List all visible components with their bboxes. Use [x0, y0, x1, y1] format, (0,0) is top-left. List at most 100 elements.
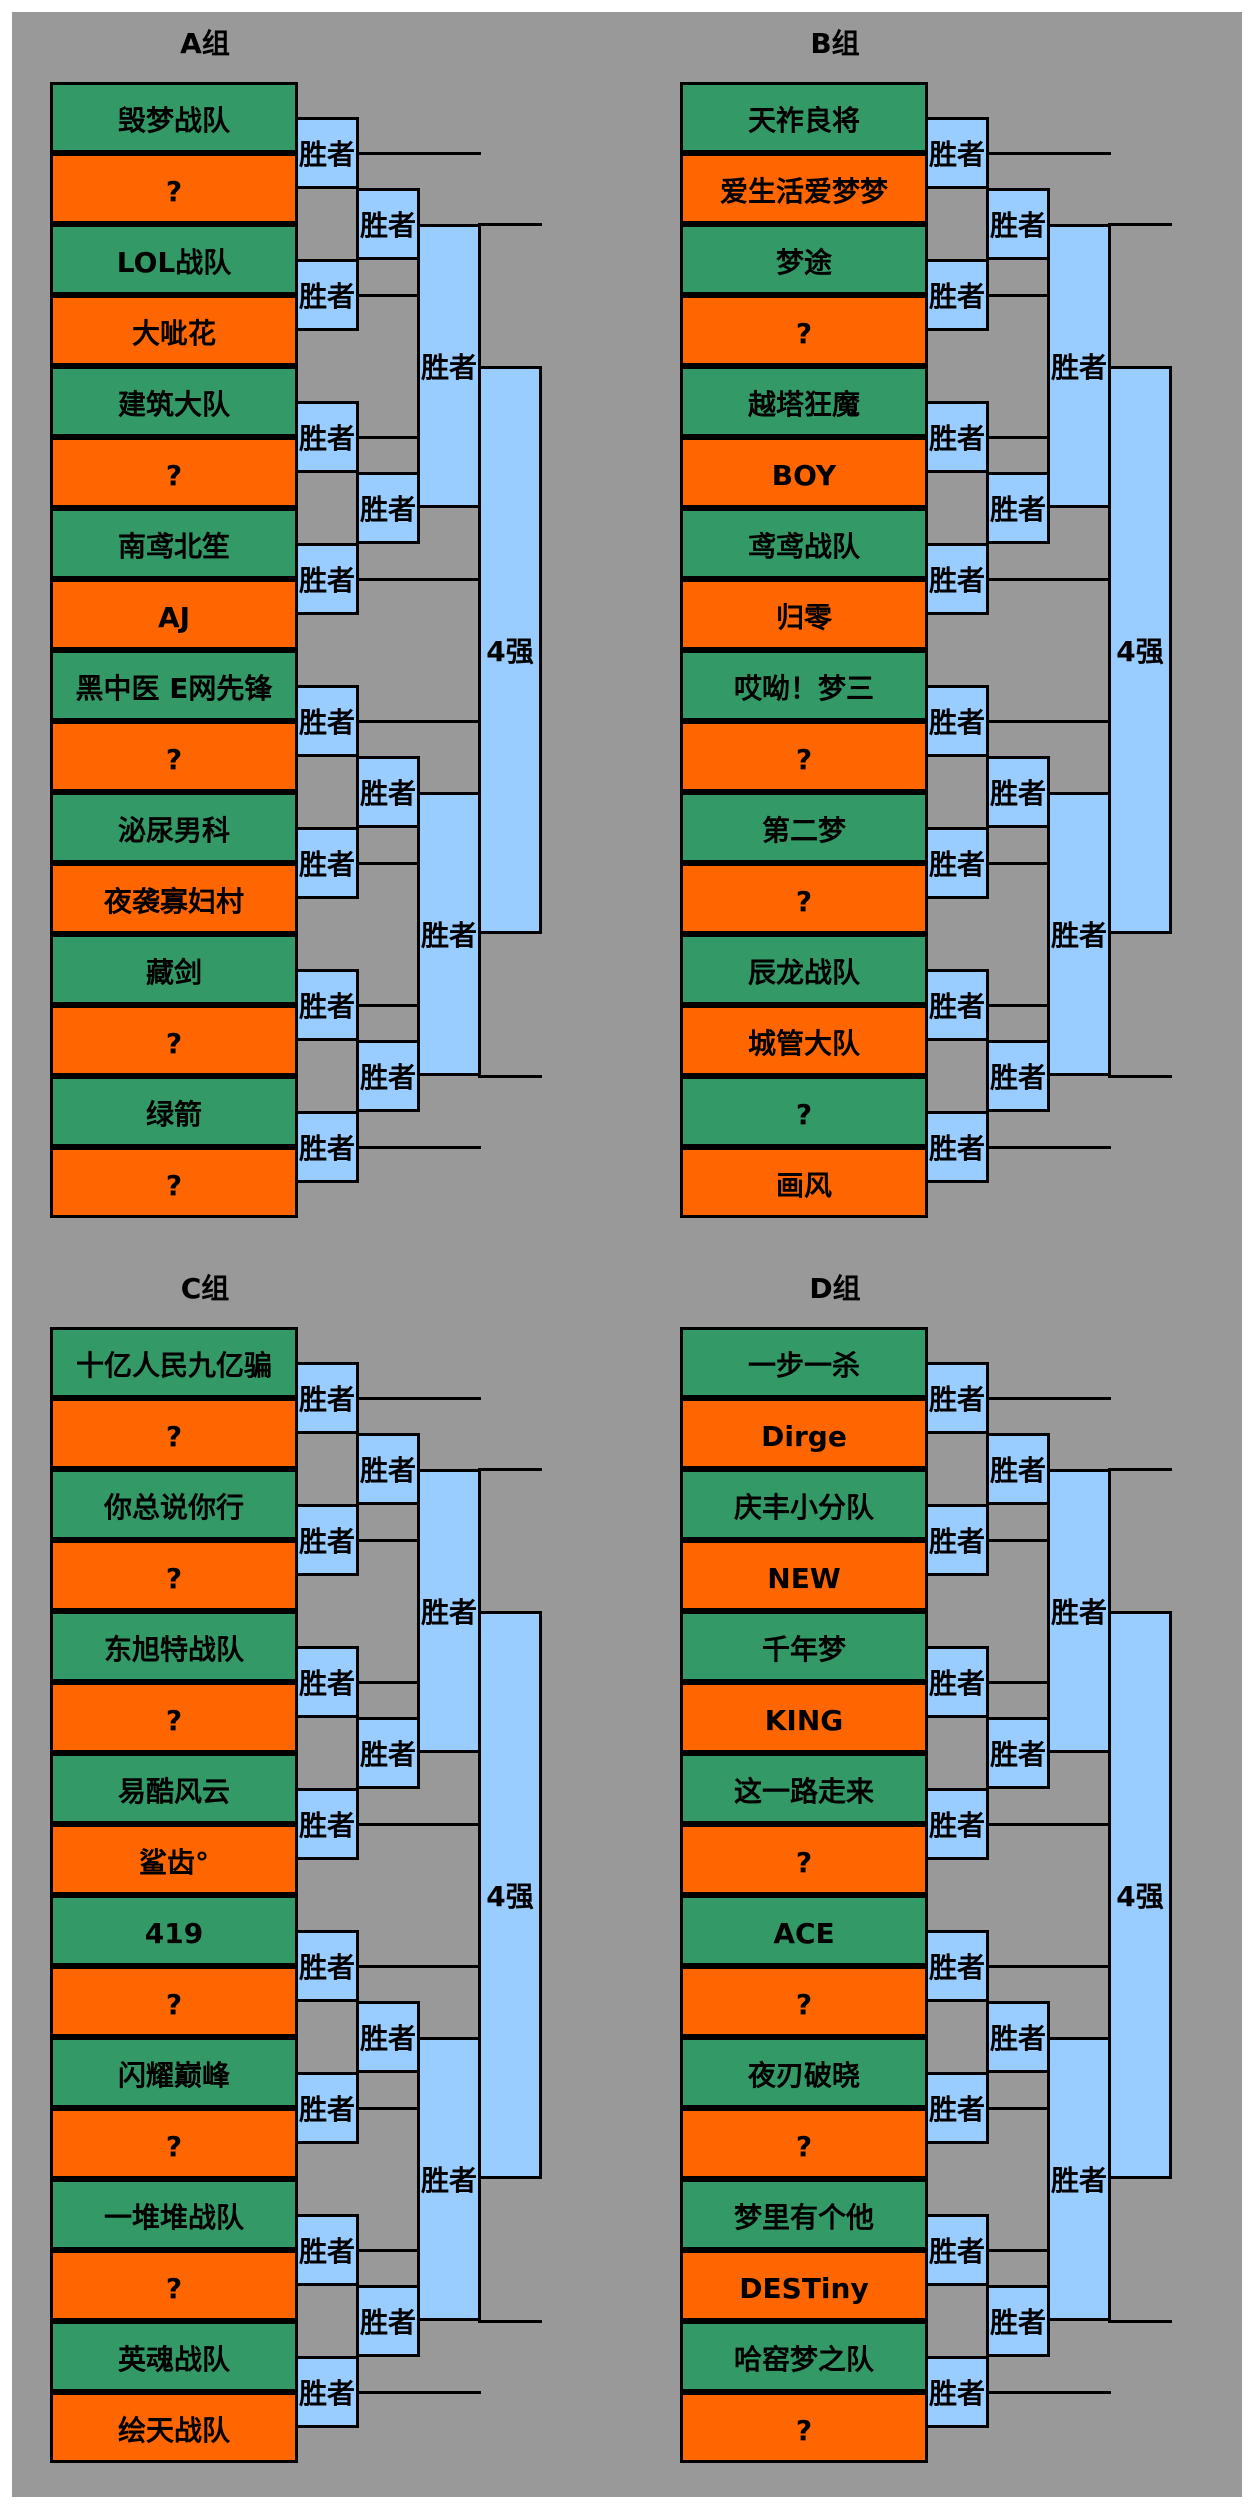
- team-slot[interactable]: ?: [50, 721, 298, 792]
- team-slot[interactable]: ?: [50, 1540, 298, 1611]
- round1-winner-box[interactable]: 胜者: [295, 1504, 359, 1576]
- round1-winner-box[interactable]: 胜者: [295, 2072, 359, 2144]
- round2-winner-box[interactable]: 胜者: [986, 2285, 1050, 2357]
- team-slot[interactable]: ?: [50, 1682, 298, 1753]
- round1-winner-box[interactable]: 胜者: [925, 1111, 989, 1183]
- team-slot[interactable]: ?: [680, 295, 928, 366]
- round2-winner-box[interactable]: 胜者: [356, 1040, 420, 1112]
- team-slot[interactable]: 这一路走来: [680, 1753, 928, 1824]
- round1-winner-box[interactable]: 胜者: [925, 259, 989, 331]
- round3-winner-box[interactable]: 胜者: [1047, 792, 1111, 1076]
- round1-winner-box[interactable]: 胜者: [295, 259, 359, 331]
- team-slot[interactable]: 泌尿男科: [50, 792, 298, 863]
- team-slot[interactable]: 天祚良将: [680, 82, 928, 153]
- round1-winner-box[interactable]: 胜者: [295, 543, 359, 615]
- team-slot[interactable]: 越塔狂魔: [680, 366, 928, 437]
- round1-winner-box[interactable]: 胜者: [925, 1646, 989, 1718]
- round3-winner-box[interactable]: 胜者: [1047, 1469, 1111, 1753]
- round1-winner-box[interactable]: 胜者: [925, 2356, 989, 2428]
- team-slot[interactable]: KING: [680, 1682, 928, 1753]
- team-slot[interactable]: 夜刃破晓: [680, 2037, 928, 2108]
- round2-winner-box[interactable]: 胜者: [356, 472, 420, 544]
- round1-winner-box[interactable]: 胜者: [295, 827, 359, 899]
- round2-winner-box[interactable]: 胜者: [356, 2285, 420, 2357]
- team-slot[interactable]: ?: [680, 721, 928, 792]
- round1-winner-box[interactable]: 胜者: [925, 827, 989, 899]
- team-slot[interactable]: AJ: [50, 579, 298, 650]
- round1-winner-box[interactable]: 胜者: [925, 1788, 989, 1860]
- team-slot[interactable]: 东旭特战队: [50, 1611, 298, 1682]
- round2-winner-box[interactable]: 胜者: [356, 756, 420, 828]
- team-slot[interactable]: ?: [50, 437, 298, 508]
- team-slot[interactable]: 一步一杀: [680, 1327, 928, 1398]
- top4-box[interactable]: 4强: [478, 1611, 542, 2179]
- round1-winner-box[interactable]: 胜者: [925, 2072, 989, 2144]
- team-slot[interactable]: 第二梦: [680, 792, 928, 863]
- round1-winner-box[interactable]: 胜者: [925, 401, 989, 473]
- round2-winner-box[interactable]: 胜者: [986, 472, 1050, 544]
- top4-box[interactable]: 4强: [478, 366, 542, 934]
- team-slot[interactable]: 城管大队: [680, 1005, 928, 1076]
- team-slot[interactable]: ?: [50, 1005, 298, 1076]
- team-slot[interactable]: 绿箭: [50, 1076, 298, 1147]
- round2-winner-box[interactable]: 胜者: [356, 1433, 420, 1505]
- team-slot[interactable]: 英魂战队: [50, 2321, 298, 2392]
- team-slot[interactable]: ?: [680, 1966, 928, 2037]
- round1-winner-box[interactable]: 胜者: [925, 1930, 989, 2002]
- round1-winner-box[interactable]: 胜者: [295, 1111, 359, 1183]
- team-slot[interactable]: ?: [680, 863, 928, 934]
- round1-winner-box[interactable]: 胜者: [925, 1362, 989, 1434]
- team-slot[interactable]: 你总说你行: [50, 1469, 298, 1540]
- round1-winner-box[interactable]: 胜者: [295, 2356, 359, 2428]
- top4-box[interactable]: 4强: [1108, 1611, 1172, 2179]
- round2-winner-box[interactable]: 胜者: [986, 1433, 1050, 1505]
- team-slot[interactable]: 辰龙战队: [680, 934, 928, 1005]
- team-slot[interactable]: BOY: [680, 437, 928, 508]
- team-slot[interactable]: ?: [50, 153, 298, 224]
- round2-winner-box[interactable]: 胜者: [356, 188, 420, 260]
- round1-winner-box[interactable]: 胜者: [295, 401, 359, 473]
- team-slot[interactable]: 黑中医 E网先锋: [50, 650, 298, 721]
- team-slot[interactable]: 易酷风云: [50, 1753, 298, 1824]
- round1-winner-box[interactable]: 胜者: [295, 1788, 359, 1860]
- round1-winner-box[interactable]: 胜者: [925, 2214, 989, 2286]
- round3-winner-box[interactable]: 胜者: [1047, 224, 1111, 508]
- round1-winner-box[interactable]: 胜者: [925, 117, 989, 189]
- team-slot[interactable]: 哈窑梦之队: [680, 2321, 928, 2392]
- round1-winner-box[interactable]: 胜者: [295, 2214, 359, 2286]
- round1-winner-box[interactable]: 胜者: [925, 543, 989, 615]
- team-slot[interactable]: 夜袭寡妇村: [50, 863, 298, 934]
- round2-winner-box[interactable]: 胜者: [986, 2001, 1050, 2073]
- round2-winner-box[interactable]: 胜者: [986, 1040, 1050, 1112]
- team-slot[interactable]: 南鸢北笙: [50, 508, 298, 579]
- team-slot[interactable]: 闪耀巅峰: [50, 2037, 298, 2108]
- round3-winner-box[interactable]: 胜者: [417, 1469, 481, 1753]
- round1-winner-box[interactable]: 胜者: [925, 1504, 989, 1576]
- team-slot[interactable]: ?: [680, 2108, 928, 2179]
- team-slot[interactable]: 十亿人民九亿骗: [50, 1327, 298, 1398]
- team-slot[interactable]: 一堆堆战队: [50, 2179, 298, 2250]
- round2-winner-box[interactable]: 胜者: [356, 1717, 420, 1789]
- team-slot[interactable]: NEW: [680, 1540, 928, 1611]
- round3-winner-box[interactable]: 胜者: [417, 792, 481, 1076]
- team-slot[interactable]: ?: [50, 1147, 298, 1218]
- round3-winner-box[interactable]: 胜者: [1047, 2037, 1111, 2321]
- team-slot[interactable]: ?: [50, 2108, 298, 2179]
- team-slot[interactable]: 归零: [680, 579, 928, 650]
- round1-winner-box[interactable]: 胜者: [295, 1646, 359, 1718]
- round1-winner-box[interactable]: 胜者: [295, 685, 359, 757]
- round2-winner-box[interactable]: 胜者: [986, 188, 1050, 260]
- team-slot[interactable]: 鲨齿°: [50, 1824, 298, 1895]
- round1-winner-box[interactable]: 胜者: [295, 969, 359, 1041]
- round1-winner-box[interactable]: 胜者: [295, 117, 359, 189]
- top4-box[interactable]: 4强: [1108, 366, 1172, 934]
- team-slot[interactable]: ?: [680, 2392, 928, 2463]
- team-slot[interactable]: 哎呦！梦三: [680, 650, 928, 721]
- team-slot[interactable]: 建筑大队: [50, 366, 298, 437]
- team-slot[interactable]: 千年梦: [680, 1611, 928, 1682]
- team-slot[interactable]: 大呲花: [50, 295, 298, 366]
- team-slot[interactable]: ACE: [680, 1895, 928, 1966]
- round2-winner-box[interactable]: 胜者: [986, 1717, 1050, 1789]
- round2-winner-box[interactable]: 胜者: [356, 2001, 420, 2073]
- team-slot[interactable]: 毁梦战队: [50, 82, 298, 153]
